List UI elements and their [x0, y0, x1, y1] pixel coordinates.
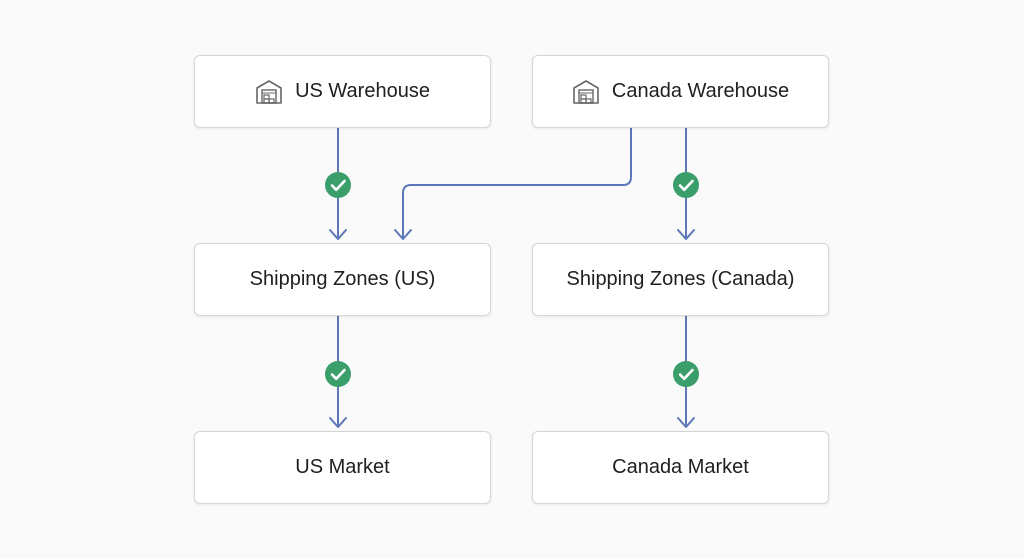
node-label: US Market: [295, 456, 390, 478]
check-icon: [671, 359, 701, 389]
node-label: US Warehouse: [295, 80, 430, 102]
node-us-warehouse[interactable]: US Warehouse: [194, 55, 491, 128]
edge-canada-warehouse-to-shipping-us: [394, 128, 632, 240]
node-label: Canada Warehouse: [611, 80, 790, 102]
node-shipping-zones-us[interactable]: Shipping Zones (US): [194, 243, 491, 316]
arrowhead: [329, 229, 347, 240]
warehouse-icon: [572, 79, 600, 105]
node-label: Shipping Zones (Canada): [566, 268, 795, 290]
arrowhead: [677, 417, 695, 428]
node-label: Shipping Zones (US): [249, 268, 436, 290]
edge-us-warehouse-to-shipping-us: [323, 128, 353, 240]
arrowhead: [677, 229, 695, 240]
edge-shipping-canada-to-canada-market: [671, 316, 701, 428]
node-canada-market[interactable]: Canada Market: [532, 431, 829, 504]
check-icon: [671, 170, 701, 200]
edge-shipping-us-to-us-market: [323, 316, 353, 428]
arrowhead: [329, 417, 347, 428]
node-label: Canada Market: [612, 456, 749, 478]
edge-canada-warehouse-to-shipping-canada: [671, 128, 701, 240]
warehouse-icon: [255, 79, 283, 105]
node-canada-warehouse[interactable]: Canada Warehouse: [532, 55, 829, 128]
check-icon: [323, 170, 353, 200]
node-us-market[interactable]: US Market: [194, 431, 491, 504]
node-shipping-zones-canada[interactable]: Shipping Zones (Canada): [532, 243, 829, 316]
arrowhead: [394, 229, 412, 240]
check-icon: [323, 359, 353, 389]
